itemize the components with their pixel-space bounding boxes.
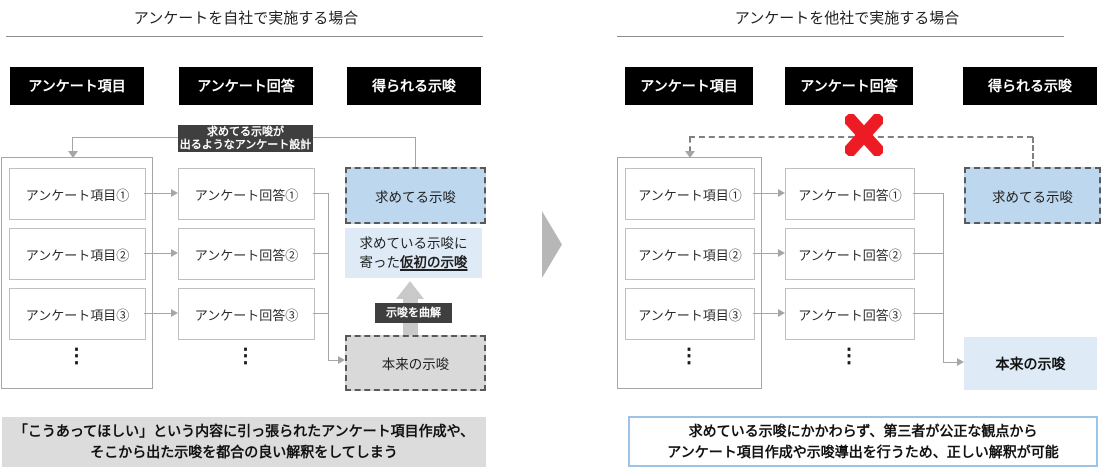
connector-line [144, 193, 172, 194]
item-box-1: アンケート項目① [625, 168, 755, 220]
items-container [1, 157, 153, 389]
answer-box-1: アンケート回答① [785, 168, 915, 220]
arrowhead-right-icon [171, 309, 178, 317]
column-header-items: アンケート項目 [10, 67, 144, 105]
original-insight-box: 本来の示唆 [345, 335, 486, 391]
arrowhead-right-icon [171, 189, 178, 197]
design-feedback-label-line1: 求めてる示唆が [207, 125, 284, 138]
column-header-answers: アンケート回答 [785, 67, 913, 105]
item-box-3: アンケート項目③ [9, 288, 146, 340]
up-arrow-icon [396, 281, 424, 299]
connector-line [753, 193, 778, 194]
distort-label: 示唆を曲解 [375, 303, 452, 323]
arrowhead-down-icon [68, 151, 78, 158]
connector-line [328, 193, 329, 360]
left-note-box: 「こうあってほしい」という内容に引っ張られたアンケート項目作成や、 そこから出た… [2, 417, 486, 467]
panel-transition-arrow-icon [542, 211, 562, 278]
left-note-line1: 「こうあってほしい」という内容に引っ張られたアンケート項目作成や、 [13, 423, 475, 439]
page-title: アンケートを自社で実施する場合 [133, 10, 359, 27]
title-underline [6, 36, 483, 37]
right-note-box: 求めている示唆にかかわらず、第三者が公正な観点から アンケート項目作成や示唆導出… [628, 416, 1098, 467]
connector-line [753, 313, 778, 314]
red-cross-icon [841, 111, 887, 159]
temporary-insight-line1: 求めている示唆に [359, 236, 468, 251]
connector-line [313, 253, 328, 254]
items-ellipsis: ⋮ [66, 345, 87, 367]
arrowhead-right-icon [957, 358, 964, 366]
desired-insight-box: 求めてる示唆 [964, 167, 1101, 224]
item-box-2: アンケート項目② [625, 228, 755, 280]
connector-line [913, 313, 943, 314]
connector-line [753, 253, 778, 254]
design-feedback-label-line2: 出るようなアンケート設計 [179, 138, 312, 151]
left-note-line2: そこから出た示唆を都合の良い解釈をしてしまう [90, 444, 398, 460]
answers-ellipsis: ⋮ [235, 345, 256, 367]
page-title: アンケートを他社で実施する場合 [734, 10, 960, 27]
column-header-insights: 得られる示唆 [347, 67, 481, 105]
arrowhead-right-icon [778, 249, 785, 257]
answer-box-2: アンケート回答② [785, 228, 915, 280]
answer-box-1: アンケート回答① [178, 168, 315, 220]
arrowhead-right-icon [171, 249, 178, 257]
arrowhead-right-icon [778, 189, 785, 197]
connector-line [943, 362, 957, 363]
items-ellipsis: ⋮ [679, 345, 699, 367]
answer-box-2: アンケート回答② [178, 228, 315, 280]
item-box-2: アンケート項目② [9, 228, 146, 280]
item-box-3: アンケート項目③ [625, 288, 755, 340]
connector-line [313, 193, 328, 194]
blocked-feedback-line-vertical-left [689, 137, 691, 152]
column-header-answers: アンケート回答 [179, 67, 313, 105]
column-header-insights: 得られる示唆 [963, 67, 1097, 105]
arrowhead-right-icon [778, 309, 785, 317]
item-box-1: アンケート項目① [9, 168, 146, 220]
original-insight-box: 本来の示唆 [964, 337, 1097, 390]
right-note-line1: 求めている示唆にかかわらず、第三者が公正な観点から [688, 422, 1038, 439]
connector-line [313, 313, 328, 314]
right-note-line2: アンケート項目作成や示唆導出を行うため、正しい解釈が可能 [667, 443, 1059, 460]
design-feedback-label: 求めてる示唆が 出るようなアンケート設計 [178, 125, 313, 152]
connector-line [144, 313, 172, 314]
arrowhead-right-icon [338, 356, 345, 364]
feedback-line-vertical-left [72, 137, 73, 152]
connector-line [913, 253, 943, 254]
temporary-insight-emphasis: 仮初の示唆 [400, 255, 468, 270]
connector-line [144, 253, 172, 254]
desired-insight-box: 求めてる示唆 [345, 167, 486, 224]
answer-box-3: アンケート回答③ [785, 288, 915, 340]
connector-line [913, 193, 943, 194]
title-underline [617, 36, 1064, 37]
arrowhead-down-icon [685, 151, 695, 158]
column-header-items: アンケート項目 [625, 67, 753, 105]
blocked-feedback-line-vertical-right [1032, 137, 1034, 167]
feedback-line-vertical-right [415, 137, 416, 167]
temporary-insight-box: 求めている示唆に 寄った仮初の示唆 [345, 228, 482, 278]
connector-line [328, 360, 338, 361]
temporary-insight-line2: 寄った仮初の示唆 [359, 255, 468, 270]
answer-box-3: アンケート回答③ [178, 288, 315, 340]
answers-ellipsis: ⋮ [839, 345, 859, 367]
items-container [617, 157, 762, 389]
connector-line [943, 193, 944, 362]
